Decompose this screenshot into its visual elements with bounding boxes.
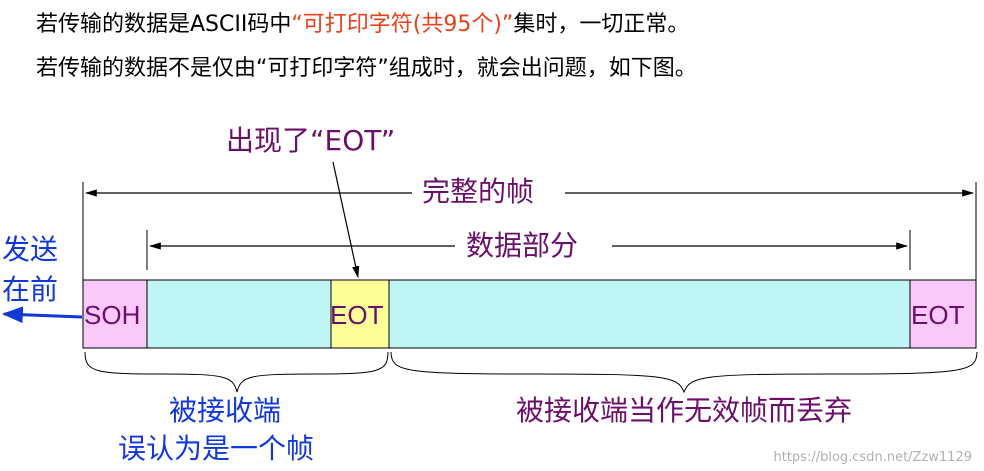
- intro-line-1-highlight: “可打印字符(共95个)”: [291, 12, 514, 37]
- data-part-label: 数据部分: [466, 229, 579, 262]
- send-first-label-2: 在前: [2, 273, 59, 306]
- eot-callout-arrow: [332, 161, 360, 279]
- soh-label: SOH: [84, 300, 141, 330]
- brace-left-label-1: 被接收端: [169, 394, 282, 427]
- intro-line-2: 若传输的数据不是仅由“可打印字符”组成时，就会出问题，如下图。: [36, 56, 697, 81]
- data-cell-1: [146, 279, 332, 349]
- brace-left: [84, 351, 389, 393]
- eot-middle-label: EOT: [330, 300, 384, 330]
- brace-right: [390, 351, 978, 394]
- send-direction-arrow: [1, 306, 83, 324]
- eot-end-label: EOT: [911, 300, 965, 330]
- send-first-label-1: 发送: [2, 233, 59, 266]
- full-frame-label: 完整的帧: [422, 175, 535, 208]
- brace-right-label: 被接收端当作无效帧而丢弃: [516, 394, 853, 427]
- eot-middle-cell: [330, 279, 390, 349]
- brace-left-label-2: 误认为是一个帧: [118, 432, 315, 465]
- watermark: https://blog.csdn.net/Zzw1129: [773, 450, 972, 465]
- intro-line-1: 若传输的数据是ASCII码中“可打印字符(共95个)”集时，一切正常。: [36, 6, 689, 38]
- eot-end-cell: [909, 279, 977, 349]
- intro-line-1-prefix: 若传输的数据是ASCII码中: [36, 12, 292, 37]
- eot-callout-label: 出现了“EOT”: [226, 124, 396, 157]
- intro-line-1-suffix: 集时，一切正常。: [513, 12, 690, 37]
- data-cell-2: [388, 279, 911, 349]
